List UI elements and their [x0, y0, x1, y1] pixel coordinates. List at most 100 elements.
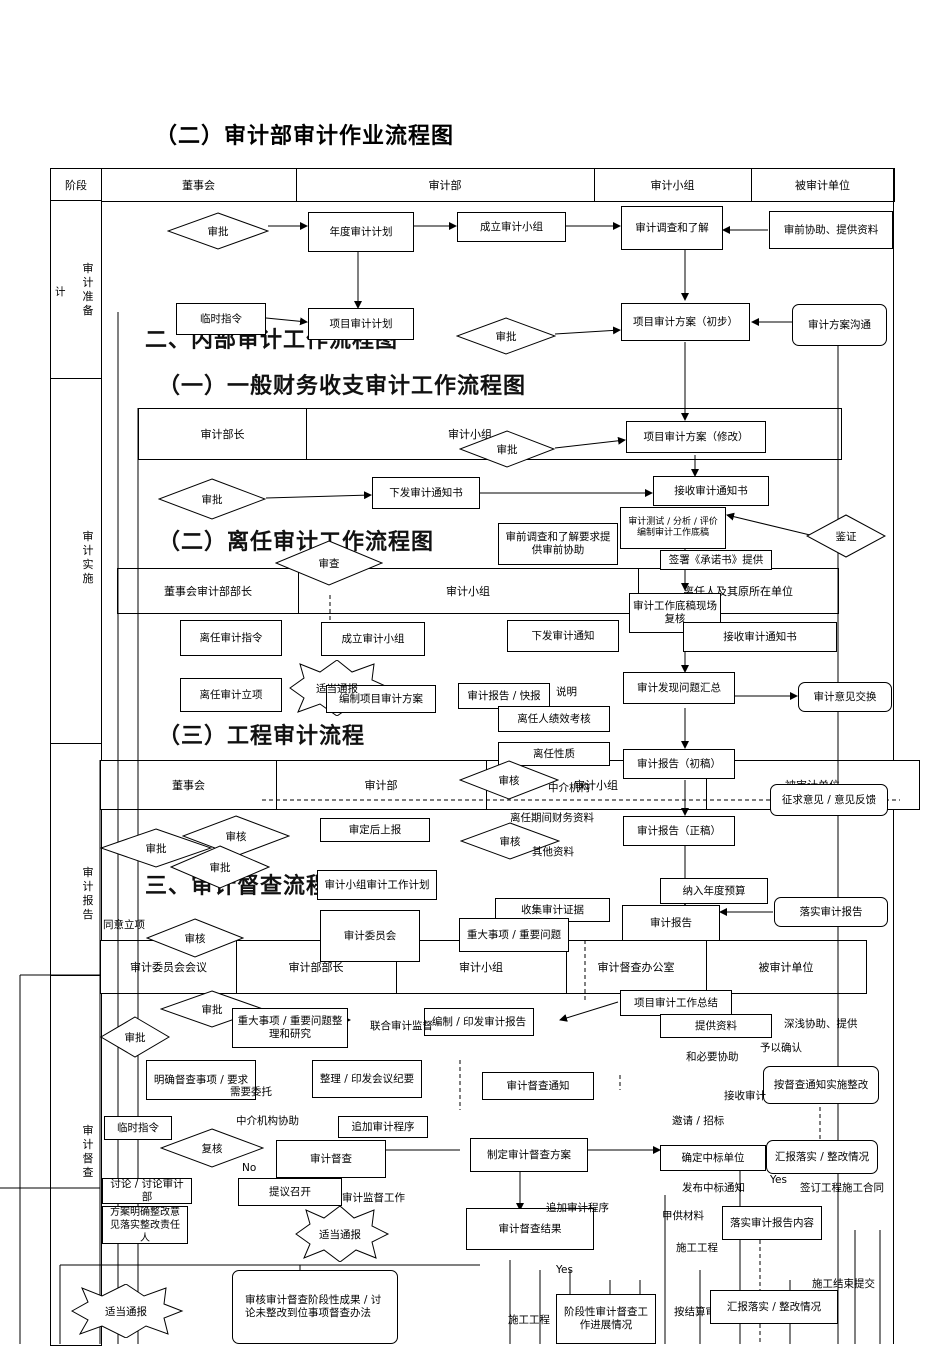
- callout-appropriate-notice-3: 适当通报: [66, 1284, 186, 1338]
- node-issue-report: 编制 / 印发审计报告: [424, 1008, 534, 1036]
- stage-label-report: 审计报告: [82, 866, 94, 921]
- node-departure-send-notice: 下发审计通知: [507, 620, 619, 652]
- decision-audit-check-3-label: 审核: [225, 830, 247, 843]
- node-discuss: 讨论 / 讨论审计部: [102, 1178, 192, 1204]
- node-report: 审计报告: [622, 905, 720, 941]
- engineering-header-team: 审计小组: [486, 761, 707, 809]
- node-report-fix: 汇报落实 / 整改情况: [710, 1290, 838, 1324]
- frag-deep-assist: 深浅协助、提供: [784, 1018, 858, 1030]
- header-audit-dept: 审计部: [296, 169, 595, 201]
- decision-approve-left: 审批: [100, 1016, 170, 1058]
- node-clarify: 方案明确整改意见落实整改责任人: [102, 1206, 188, 1244]
- node-plan-communicate: 审计方案沟通: [792, 304, 887, 346]
- frag-yes-2: Yes: [556, 1264, 573, 1276]
- node-supervise-notice: 审计督查通知: [482, 1072, 594, 1100]
- frag-cooperate: 和必要协助: [686, 1051, 739, 1063]
- node-workpaper-review: 审计工作底稿现场复核: [629, 593, 721, 633]
- decision-verify-label: 鉴证: [835, 530, 857, 543]
- node-perf-review: 离任人绩效考核: [498, 706, 610, 732]
- node-annual-plan: 年度审计计划: [308, 212, 414, 252]
- frag-yes-1: Yes: [770, 1174, 787, 1186]
- frag-join-audit: 联合审计监督: [370, 1020, 433, 1032]
- decision-approve-left-label: 审批: [124, 1031, 146, 1044]
- decision-audit-check-4-label: 审核: [184, 932, 206, 945]
- stage-impl: [50, 378, 102, 745]
- node-supervise-result: 审计督查结果: [466, 1208, 594, 1250]
- node-pre-survey: 审前调查和了解要求提供审前协助: [498, 523, 618, 565]
- node-budget: 纳入年度预算: [660, 878, 768, 904]
- section-title-finance: （一）一般财务收支审计工作流程图: [158, 373, 527, 399]
- node-propose: 提议召开: [238, 1178, 342, 1206]
- departure-header-team: 审计小组: [298, 569, 639, 613]
- decision-audit-check-4: 审核: [146, 918, 244, 958]
- node-team-plan: 审计小组审计工作计划: [317, 870, 437, 900]
- node-phase-result: 阶段性审计督查工作进展情况: [556, 1294, 656, 1344]
- decision-approve-plan: 审批: [456, 317, 556, 355]
- decision-approve-5: 审批: [100, 828, 212, 868]
- frag-explain: 说明: [556, 686, 577, 698]
- frag-materials: 甲供材料: [662, 1210, 704, 1222]
- decision-approve-annual: 审批: [167, 212, 269, 250]
- frag-completion: 施工结束提交: [812, 1278, 875, 1290]
- decision-audit-check-1: 审核: [459, 760, 559, 800]
- decision-review-2-label: 复核: [201, 1142, 223, 1155]
- node-compile-minutes: 整理 / 印发会议纪要: [312, 1060, 422, 1098]
- frag-inform: 邀请 / 招标: [672, 1115, 725, 1127]
- node-departure-project: 离任审计立项: [180, 678, 282, 712]
- stage-label-supervise: 审计督查: [82, 1124, 94, 1179]
- node-provide: 提供资料: [660, 1014, 772, 1038]
- supervision-header-office: 审计督查办公室: [566, 941, 707, 993]
- node-project-plan: 项目审计计划: [308, 308, 414, 340]
- frag-add-procedure-2: 追加审计程序: [546, 1202, 609, 1214]
- decision-audit-check-2: 审核: [460, 822, 560, 860]
- decision-approve-6-label: 审批: [201, 1003, 223, 1016]
- node-review-phase: 审核审计督查阶段性成果 / 讨论未整改到位事项督查办法: [232, 1270, 398, 1344]
- frag-no-1: No: [242, 1162, 257, 1174]
- decision-approve-notice: 审批: [158, 478, 266, 520]
- node-commitment: 签署《承诺书》提供: [660, 550, 772, 570]
- node-plan-revised: 项目审计方案（修改）: [626, 421, 766, 453]
- node-project-summary: 项目审计工作总结: [620, 990, 732, 1016]
- frag-bid-notice: 发布中标通知: [682, 1182, 745, 1194]
- header-auditee: 被审计单位: [795, 179, 850, 192]
- frag-agency-assist: 中介机构协助: [236, 1115, 299, 1127]
- node-temp-order-2: 临时指令: [104, 1116, 172, 1140]
- section-title-departure: （二）离任审计工作流程图: [158, 529, 435, 555]
- node-audit-supervise: 审计督查: [276, 1140, 386, 1178]
- engineering-header-board: 董事会: [101, 761, 277, 809]
- node-implement-content: 落实审计报告内容: [722, 1206, 822, 1240]
- frag-sign-contract: 签订工程施工合同: [800, 1182, 884, 1194]
- node-major-issues: 重大事项 / 重要问题: [459, 918, 569, 952]
- decision-approve-notice-label: 审批: [201, 493, 223, 506]
- stage-prep: [50, 200, 102, 380]
- frag-other-data: 其他资料: [532, 846, 574, 858]
- stage-label-impl: 审计实施: [82, 530, 94, 585]
- header-stage: 阶段: [51, 169, 102, 201]
- node-clarify-matters: 明确督查事项 / 要求: [146, 1060, 256, 1100]
- node-test-analyze: 审计测试 / 分析 / 评价编制审计工作底稿: [620, 507, 726, 549]
- supervision-header-team: 审计小组: [396, 941, 567, 993]
- supervision-header-unit: 被审计单位: [758, 961, 814, 974]
- node-departure-order: 离任审计指令: [180, 620, 282, 656]
- decision-audit-check-2-label: 审核: [499, 835, 521, 848]
- header-board: 董事会: [101, 169, 297, 201]
- frag-agency: 中介机构: [548, 782, 590, 794]
- node-receive-notice: 接收审计通知书: [653, 476, 769, 506]
- decision-approve-plan-label: 审批: [495, 330, 517, 343]
- node-make-plan: 制定审计督查方案: [470, 1138, 588, 1172]
- node-add-procedure: 追加审计程序: [338, 1116, 428, 1138]
- node-implement-report: 落实审计报告: [774, 897, 888, 927]
- departure-header-board: 董事会审计部部长: [118, 569, 299, 613]
- decision-review-2: 复核: [160, 1128, 264, 1168]
- stage-label-prep: 审计准备: [82, 262, 94, 317]
- callout-appropriate-notice-2: 适当通报: [290, 1206, 390, 1262]
- frag-agree-project: 同意立项: [103, 919, 145, 931]
- node-report-after-approve: 审定后上报: [320, 818, 430, 842]
- supervision-header-meeting: 审计委员会会议: [101, 941, 237, 993]
- section-title-engineering: （三）工程审计流程: [158, 723, 366, 749]
- decision-review-label: 审查: [318, 557, 340, 570]
- decision-verify: 鉴证: [806, 514, 886, 558]
- frag-need-entrust: 需要委托: [230, 1086, 272, 1098]
- decision-approve-annual-label: 审批: [207, 225, 229, 238]
- node-committee: 审计委员会: [320, 910, 420, 962]
